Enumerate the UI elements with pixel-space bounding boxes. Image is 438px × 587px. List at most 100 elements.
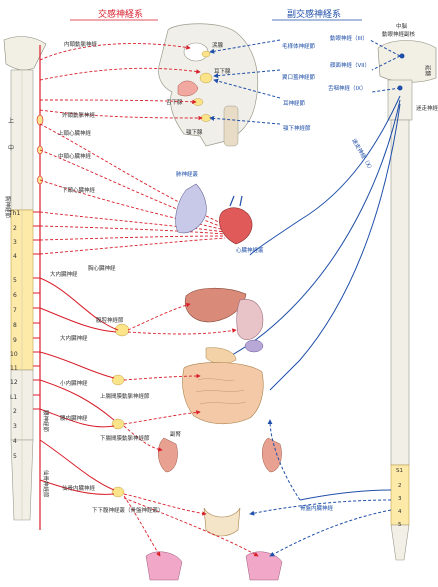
- superior-cervical-ganglion: [36, 114, 44, 126]
- label-lung-plexus: 肺神経叢: [176, 170, 199, 178]
- bladder: [203, 507, 241, 537]
- label-l2: 2: [13, 408, 17, 415]
- label-l1: L1: [10, 394, 17, 401]
- label-th10: 10: [10, 351, 18, 358]
- label-medulla: 延髄: [424, 65, 432, 77]
- label-superior-mesenteric: 上腸間膜動脈神経節: [100, 392, 150, 400]
- right-kidney: [262, 437, 282, 473]
- reproductive-right: [245, 551, 283, 581]
- label-least-splanchnic: 腰内臓神経: [60, 414, 88, 422]
- label-th7: 7: [13, 307, 17, 314]
- tongue: [177, 80, 199, 97]
- label-sacral-splanchnic: 仙骨内臓神経: [62, 484, 96, 492]
- label-lumbar-ganglion: 腰神経節: [42, 410, 50, 433]
- oculomotor-nucleus-dot: [399, 53, 405, 59]
- label-pelvic-splanchnic: 骨盤内臓神経: [300, 504, 334, 512]
- sympathetic-chain: [36, 45, 44, 530]
- left-spinal-cord: [3, 36, 47, 521]
- head-labels: 涙腺 耳下腺 舌下腺 顎下腺 毛様体神経節 翼口蓋神経節 耳神経節 顎下神経節: [166, 41, 316, 136]
- sublingual-gland: [192, 98, 204, 106]
- label-th4: 4: [13, 253, 17, 260]
- thoracic-organs: [175, 183, 253, 245]
- label-external-carotid: 外頸動脈神経: [62, 111, 96, 119]
- splanchnic-labels: 大内臓神経 大内臓神経 小内臓神経 腰内臓神経 仙骨内臓神経 腰神経節 仙骨神経…: [42, 270, 182, 514]
- heart: [219, 207, 253, 245]
- label-otic: 耳神経節: [283, 99, 306, 107]
- parasympathetic-title: 副交感神経系: [287, 8, 341, 20]
- pancreas: [205, 347, 237, 364]
- label-upper-cardiac: 上頸心臓神経: [58, 129, 92, 137]
- label-th11: 11: [10, 365, 18, 372]
- label-s5: 5: [398, 522, 402, 528]
- label-parotid: 耳下腺: [214, 67, 231, 75]
- intestines: [182, 362, 264, 425]
- label-cervical-upper: 上: [8, 117, 14, 125]
- label-vagus: 迷走神経（X）: [350, 137, 375, 173]
- label-adrenal: 副腎: [170, 430, 182, 438]
- abdominal-organs: [145, 287, 283, 581]
- parotid-gland: [199, 72, 213, 84]
- postganglionic-lines: [123, 302, 259, 557]
- pelvic-parasympathetic-lines: [249, 419, 392, 557]
- label-oculomotor: 動眼神経（III）: [330, 34, 368, 42]
- submandibular-gland: [200, 114, 212, 122]
- right-spine-labels: 中脳 動眼神経副核 延髄 迷走神経背側核 S1 2 3 4 5: [382, 22, 438, 528]
- abdominal-ganglia: [111, 323, 130, 498]
- label-th9: 9: [13, 337, 17, 344]
- label-submandibular-gland: 顎下腺: [186, 128, 203, 136]
- label-l4: 4: [13, 438, 17, 445]
- label-greater-splanchnic: 大内臓神経: [60, 334, 88, 342]
- label-pterygopalatine: 翼口蓋神経節: [282, 73, 316, 81]
- label-l3: 3: [13, 423, 17, 430]
- label-s4: 4: [398, 509, 402, 515]
- label-th6: 6: [13, 292, 17, 299]
- label-s1: S1: [396, 468, 403, 474]
- label-thoracic-cardiac: 胸心臓神経: [88, 264, 116, 272]
- inferior-mesenteric-ganglion: [111, 418, 125, 430]
- liver: [184, 287, 247, 323]
- label-glossopharyngeal: 舌咽神経（IX）: [328, 84, 366, 92]
- left-segment-labels: 上 中 Th1 2 3 4 5 6 7 8 9 10 11 12 L1 2 3 …: [8, 117, 20, 460]
- label-hypogastric: 下下腹神経叢（骨盤神経叢）: [92, 506, 164, 514]
- label-celiac-ganglion: 腹腔神経節: [96, 316, 124, 324]
- label-cardiac-plexus: 心臓神経叢: [236, 246, 264, 254]
- cardiac-labels: 上頸心臓神経 中頸心臓神経 下頸心臓神経 胸心臓神経 胸神経節: [4, 129, 116, 272]
- label-lower-cardiac: 下頸心臓神経: [62, 186, 96, 194]
- lacrimal-gland: [201, 50, 211, 58]
- label-th3: 3: [13, 239, 17, 246]
- reproductive-left: [145, 551, 183, 581]
- label-th5: 5: [13, 277, 17, 284]
- thoracic-labels: 肺神経叢 心臓神経叢: [176, 170, 264, 254]
- label-oculomotor-nucleus: 動眼神経副核: [382, 30, 416, 38]
- label-midbrain: 中脳: [396, 22, 408, 30]
- sympathetic-title: 交感神経系: [98, 8, 143, 20]
- label-th1: Th1: [8, 210, 20, 217]
- label-submandibular: 顎下神経節: [283, 124, 311, 132]
- label-th8: 8: [13, 322, 17, 329]
- splanchnic-nerves: [39, 277, 119, 495]
- label-s3: 3: [398, 496, 402, 502]
- label-greater-splanchnic-top: 大内臓神経: [50, 270, 78, 278]
- label-thoracic-ganglion: 胸神経節: [4, 196, 12, 219]
- label-inferior-mesenteric: 下腸間膜動脈神経節: [100, 434, 150, 442]
- lung: [175, 183, 207, 234]
- sympathetic-head-labels: 内頸動脈神経 外頸動脈神経: [62, 40, 98, 119]
- label-sacral-ganglion: 仙骨神経節: [42, 470, 50, 498]
- right-brainstem: [377, 40, 437, 561]
- left-kidney: [158, 437, 178, 473]
- label-cervical-middle: 中: [8, 144, 14, 152]
- sympathetic-segment-stubs: [33, 211, 40, 410]
- label-s2: 2: [398, 483, 402, 489]
- superior-mesenteric-ganglion: [111, 374, 125, 386]
- label-facial: 顔面神経（VII）: [330, 61, 370, 69]
- label-l5: 5: [13, 453, 17, 460]
- pharynx: [223, 105, 239, 147]
- label-ciliary: 毛様体神経節: [282, 42, 316, 50]
- head-illustration: [158, 23, 259, 147]
- label-lesser-splanchnic: 小内臓神経: [60, 379, 88, 387]
- label-th12: 12: [10, 379, 18, 386]
- label-lacrimal: 涙腺: [212, 41, 224, 49]
- sympathetic-head-lines: [39, 43, 203, 121]
